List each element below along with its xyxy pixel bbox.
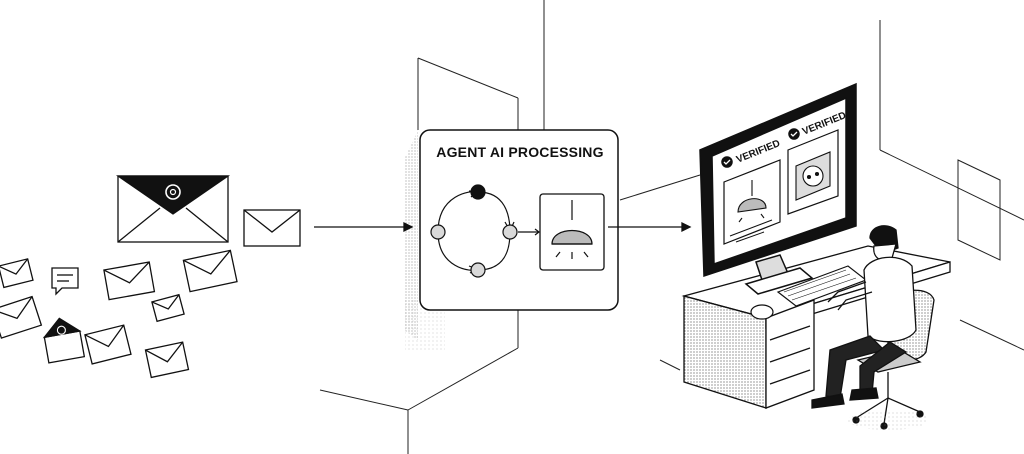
workflow-node bbox=[502, 224, 518, 240]
chat-bubble-icon bbox=[51, 267, 79, 296]
email-icon bbox=[182, 249, 238, 293]
email-icon bbox=[144, 341, 190, 379]
mouse-icon bbox=[750, 304, 774, 320]
person bbox=[811, 225, 917, 409]
flow-arrow-out bbox=[608, 221, 692, 233]
socket-icon bbox=[795, 151, 831, 201]
email-cluster bbox=[0, 175, 301, 379]
email-icon bbox=[84, 324, 132, 365]
checkmark-icon bbox=[721, 156, 733, 168]
lamp-icon bbox=[551, 200, 593, 259]
email-icon bbox=[243, 209, 301, 247]
monitor bbox=[699, 82, 857, 295]
lamp-icon bbox=[737, 180, 767, 223]
workflow-node bbox=[430, 224, 446, 240]
processing-box bbox=[419, 129, 619, 311]
stipple-panel bbox=[404, 130, 418, 340]
workflow-node-active bbox=[470, 184, 486, 200]
flow-arrow-in bbox=[314, 221, 414, 233]
email-icon bbox=[0, 295, 43, 339]
email-icon-open bbox=[42, 317, 86, 364]
at-sign-icon bbox=[165, 184, 181, 200]
email-icon-large bbox=[115, 175, 231, 243]
email-icon bbox=[103, 261, 156, 301]
email-icon bbox=[0, 258, 34, 289]
workflow-node bbox=[470, 262, 486, 278]
checkmark-icon bbox=[788, 128, 800, 140]
processing-title: AGENT AI PROCESSING bbox=[436, 144, 604, 160]
email-icon bbox=[151, 293, 185, 323]
